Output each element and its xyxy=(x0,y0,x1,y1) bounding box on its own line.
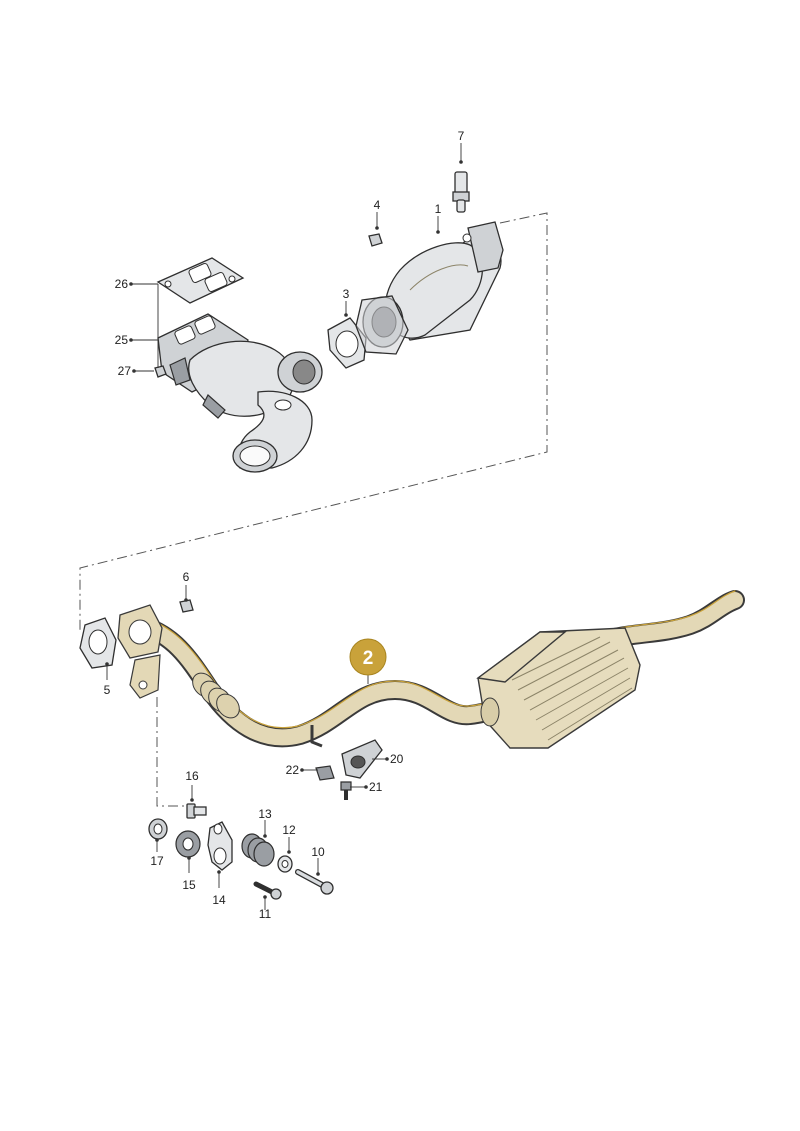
label-14: 14 xyxy=(212,893,226,907)
exhaust-pipe-2 xyxy=(117,590,745,748)
label-4: 4 xyxy=(374,198,381,212)
label-7: 7 xyxy=(458,129,465,143)
label-27: 27 xyxy=(118,364,132,378)
gasket-5 xyxy=(79,617,117,669)
label-21: 21 xyxy=(369,780,383,794)
label-17: 17 xyxy=(150,854,164,868)
catalytic-converter xyxy=(355,221,504,355)
label-20: 20 xyxy=(390,752,404,766)
bushing-15 xyxy=(175,830,201,858)
label-6: 6 xyxy=(183,570,190,584)
nut-6 xyxy=(179,599,194,613)
label-26: 26 xyxy=(115,277,129,291)
bolt-21 xyxy=(340,781,352,800)
bolt-10 xyxy=(295,869,334,895)
label-13: 13 xyxy=(258,807,272,821)
nut-27 xyxy=(154,365,167,378)
clip-22 xyxy=(315,765,335,781)
highlight-badge xyxy=(349,638,387,676)
washer-12 xyxy=(277,855,293,873)
gasket-3 xyxy=(327,317,367,369)
nut-17 xyxy=(148,818,168,840)
label-25: 25 xyxy=(115,333,129,347)
rubber-mount-13 xyxy=(241,833,275,867)
flex-coupling xyxy=(192,672,240,719)
gasket-26 xyxy=(156,257,245,304)
pipe-flange xyxy=(117,604,163,699)
reference-lines xyxy=(79,212,548,807)
label-1: 1 xyxy=(435,202,442,216)
turbocharger xyxy=(157,313,323,473)
label-12: 12 xyxy=(282,823,296,837)
rear-muffler xyxy=(476,627,641,749)
label-5: 5 xyxy=(104,683,111,697)
label-3: 3 xyxy=(343,287,350,301)
label-10: 10 xyxy=(311,845,325,859)
label-15: 15 xyxy=(182,878,196,892)
nut-4 xyxy=(368,233,383,247)
part-labels: 7 4 1 3 26 25 27 2 6 5 20 21 xyxy=(104,129,465,921)
label-22: 22 xyxy=(286,763,300,777)
oxygen-sensor-7 xyxy=(452,171,470,213)
bolt-11 xyxy=(253,881,282,900)
bolt-16 xyxy=(186,803,207,819)
bracket-14 xyxy=(207,821,233,871)
label-11: 11 xyxy=(259,907,272,921)
label-16: 16 xyxy=(185,769,199,783)
hanger-bracket-20 xyxy=(341,739,383,779)
label-2: 2 xyxy=(363,648,374,669)
